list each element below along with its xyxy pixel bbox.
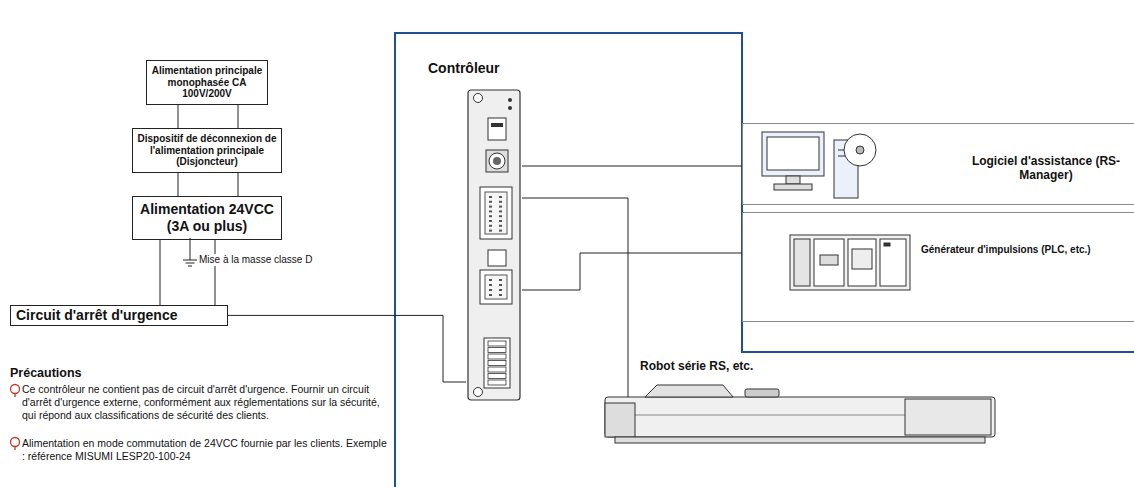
heading: Robot série RS, etc. [640, 359, 753, 373]
software-panel: Logiciel d'assistance (RS-Manager) [742, 123, 1134, 205]
wire [160, 240, 215, 305]
node-text: Dispositif de déconnexion de l'alimentat… [137, 133, 277, 168]
node-text: Logiciel d'assistance (RS-Manager) [968, 154, 1124, 183]
plc-icon [790, 235, 910, 290]
power-source-box: Alimentation principale monophasée CA 10… [146, 60, 268, 105]
notes-heading: Précautions [10, 366, 310, 380]
wire [178, 173, 238, 197]
caution-icon [11, 385, 20, 398]
node-text: Circuit d'arrêt d'urgence [16, 307, 222, 324]
node-text: Alimentation 24VCC (3A ou plus) [137, 201, 277, 235]
ground-label: Mise à la masse classe D [197, 254, 314, 266]
pulse-generator-panel: Générateur d'impulsions (PLC, etc.) [742, 212, 1134, 322]
controller: Contrôleur [466, 90, 522, 400]
ground-symbol [183, 238, 197, 266]
wire [522, 253, 742, 290]
wire [522, 166, 742, 167]
emergency-stop-box: Circuit d'arrêt d'urgence [10, 305, 228, 326]
node-text: Alimentation principale monophasée CA 10… [151, 65, 263, 100]
note-text: Alimentation en mode commutation de 24VC… [22, 437, 390, 463]
robot: Robot série RS, etc. [605, 385, 1000, 460]
wire [522, 198, 628, 397]
wire [178, 105, 238, 129]
system-outline [395, 33, 1134, 487]
note-text: Ce contrôleur ne contient pas de circuit… [22, 383, 390, 422]
robot-illustration [605, 385, 995, 443]
breaker-box: Dispositif de déconnexion de l'alimentat… [132, 128, 282, 173]
wire [228, 315, 466, 382]
pc-icon [762, 132, 876, 198]
caution-icon [11, 438, 20, 451]
power-supply-box: Alimentation 24VCC (3A ou plus) [132, 196, 282, 240]
heading: Contrôleur [428, 60, 500, 76]
node-text: Générateur d'impulsions (PLC, etc.) [921, 244, 1124, 256]
controller-illustration [468, 90, 520, 400]
